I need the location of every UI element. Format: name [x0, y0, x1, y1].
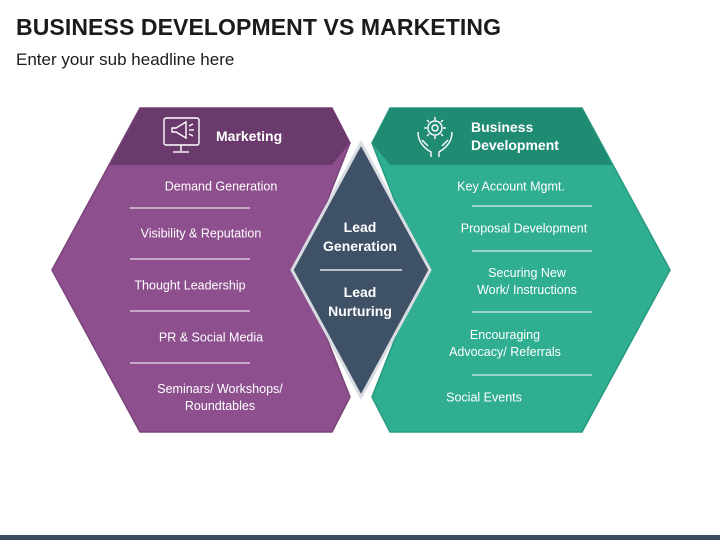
- center-bottom-label: Lead Nurturing: [328, 284, 392, 319]
- megaphone-monitor-icon: [163, 117, 200, 153]
- marketing-heading: Marketing: [216, 128, 283, 144]
- bizdev-item: Securing New Work/ Instructions: [477, 266, 577, 297]
- gear-hands-icon: [417, 117, 453, 157]
- bizdev-dividers: [472, 205, 592, 376]
- marketing-item: Demand Generation: [164, 179, 278, 194]
- bizdev-item: Encouraging Advocacy/ Referrals: [449, 328, 561, 359]
- page-title: BUSINESS DEVELOPMENT VS MARKETING: [16, 14, 502, 40]
- bizdev-item: Social Events: [446, 390, 522, 405]
- marketing-item: Seminars/ Workshops/ Roundtables: [157, 382, 283, 413]
- marketing-item: Visibility & Reputation: [140, 226, 262, 241]
- marketing-dividers: [130, 207, 250, 364]
- bizdev-item: Key Account Mgmt.: [457, 179, 565, 194]
- footer-bar: [0, 535, 720, 540]
- marketing-item: Thought Leadership: [134, 278, 246, 293]
- marketing-header-band: [110, 108, 350, 165]
- page-subtitle: Enter your sub headline here: [16, 50, 235, 69]
- marketing-hexagon: [51, 107, 351, 433]
- bizdev-hexagon: [371, 107, 671, 433]
- marketing-item: PR & Social Media: [158, 330, 264, 345]
- bizdev-item: Proposal Development: [460, 221, 588, 236]
- center-top-label: Lead Generation: [323, 219, 397, 254]
- bizdev-heading: Business Development: [471, 119, 559, 153]
